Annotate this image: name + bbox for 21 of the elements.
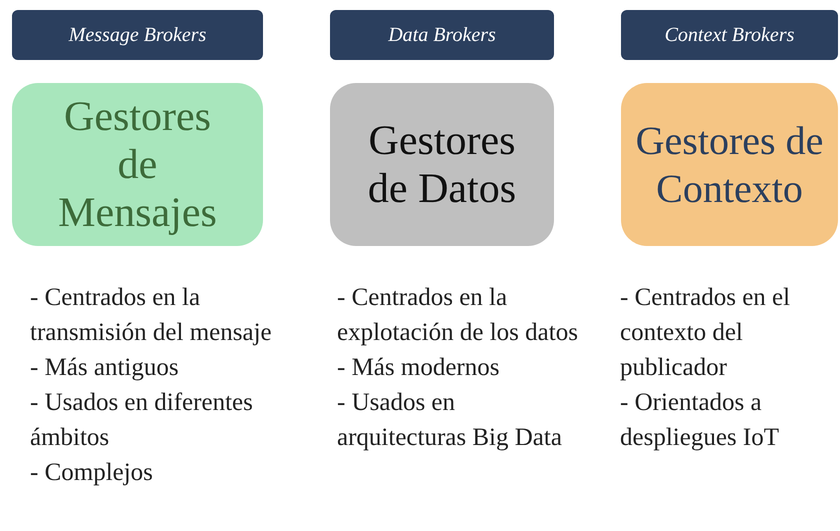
bullet-text: - Centrados en el contexto del publicador [620,283,792,383]
header-box [330,10,554,60]
bullet-text: - Usados en arquitecturas Big Data [337,388,563,453]
bullet-text: - Centrados en la explotación de los datos [337,283,579,348]
category-box [621,83,838,246]
category-title: Gestores de Datos [366,116,518,212]
category-box [12,83,263,246]
category-title: Gestores de Mensajes [57,92,218,236]
header-box [621,10,838,60]
bullet-text: - Complejos [30,458,154,488]
bullet-text: - Más modernos [337,353,500,383]
bullet-text: - Más antiguos [30,353,180,383]
category-title: Gestores de Contexto [634,116,824,212]
bullet-text: - Centrados en la transmisión del mensaje [30,283,273,348]
header-box [12,10,263,60]
header-label: Message Brokers [68,24,206,46]
bullet-text: - Orientados a despliegues IoT [620,388,780,453]
category-box [330,83,554,246]
header-label: Context Brokers [664,24,794,46]
bullet-text: - Usados en diferentes ámbitos [30,388,254,453]
header-label: Data Brokers [388,24,496,46]
